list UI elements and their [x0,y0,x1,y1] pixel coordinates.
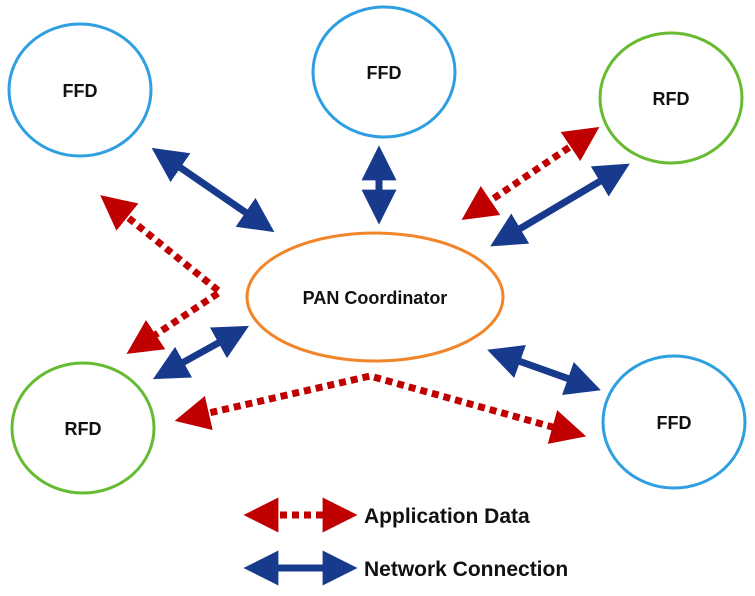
node-rfd-bottom-left-label: RFD [65,419,102,439]
legend-application-data-label: Application Data [364,505,530,528]
legend-network-connection-label: Network Connection [364,558,568,581]
app-data-link-left [100,195,226,354]
node-ffd-top-center: FFD [311,5,457,139]
pan-coordinator-label: PAN Coordinator [303,288,448,308]
node-ffd-bottom-right-label: FFD [657,413,692,433]
app-data-link-bottom [174,372,587,444]
legend: Application Data Network Connection [243,497,568,586]
node-ffd-bottom-right: FFD [601,354,747,490]
node-pan-coordinator: PAN Coordinator [245,231,505,363]
node-rfd-top-right-label: RFD [653,89,690,109]
node-ffd-top-left: FFD [7,22,153,158]
node-ffd-top-left-label: FFD [63,81,98,101]
network-link-bottom-left [152,325,250,380]
network-link-top-left [151,147,275,233]
network-link-bottom-right [487,345,601,395]
node-ffd-top-center-label: FFD [367,63,402,83]
node-rfd-bottom-left: RFD [10,361,156,495]
node-rfd-top-right: RFD [598,31,744,165]
